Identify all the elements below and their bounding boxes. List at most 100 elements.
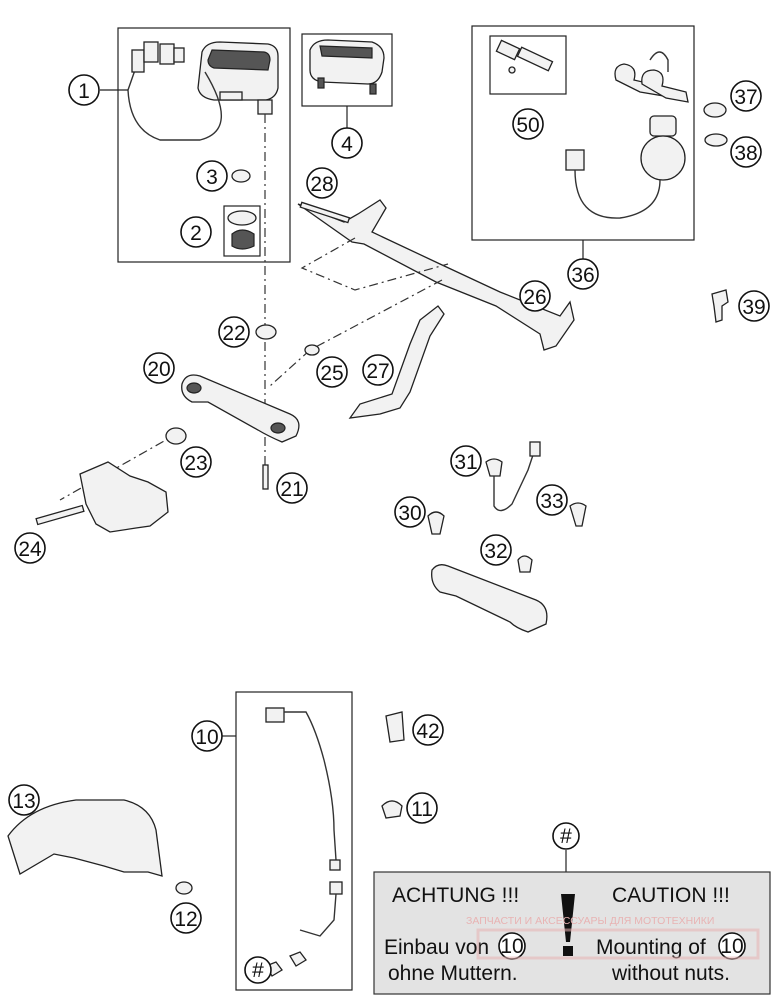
svg-text:30: 30 — [398, 502, 421, 525]
svg-text:31: 31 — [454, 451, 477, 474]
note-en-line2: without nuts. — [611, 962, 730, 985]
disc-guard — [7, 799, 163, 877]
callout-hash-bottom: # — [244, 956, 272, 984]
callout-37: 37 — [730, 80, 762, 112]
callout-25: 25 — [316, 356, 348, 388]
svg-text:12: 12 — [174, 908, 197, 931]
ignition-keys — [614, 51, 689, 103]
speed-sensor-frame — [235, 691, 353, 991]
svg-text:26: 26 — [523, 286, 546, 309]
callout-32: 32 — [480, 534, 512, 566]
lower-clamp-part — [431, 564, 548, 633]
warning-note-box — [373, 871, 771, 995]
svg-text:13: 13 — [12, 790, 35, 813]
callout-22: 22 — [218, 316, 250, 348]
watermark-caption: ЗАПЧАСТИ И АКСЕССУАРЫ ДЛЯ МОТОТЕХНИКИ — [466, 915, 714, 927]
callout-12: 12 — [170, 902, 202, 934]
callout-1: 1 — [68, 74, 100, 106]
part-27-bracket — [348, 305, 445, 419]
svg-text:20: 20 — [147, 358, 170, 381]
callout-30: 30 — [394, 496, 426, 528]
svg-text:39: 39 — [742, 296, 765, 319]
part-22-grommet — [255, 324, 277, 340]
svg-text:42: 42 — [416, 720, 439, 743]
part-28-bolt — [299, 201, 351, 224]
svg-text:37: 37 — [734, 86, 757, 109]
svg-text:1: 1 — [78, 80, 90, 103]
svg-text:22: 22 — [222, 322, 245, 345]
callout-26: 26 — [519, 280, 551, 312]
note-de-ref: 10 — [500, 935, 523, 958]
svg-text:50: 50 — [516, 114, 539, 137]
exclamation-icon — [561, 894, 575, 942]
part-4-speedometer — [309, 39, 385, 95]
callout-33: 33 — [536, 484, 568, 516]
callout-10: 10 — [191, 720, 223, 752]
callout-38: 38 — [730, 136, 762, 168]
part-32-plug — [517, 555, 533, 573]
axis-line-25 — [309, 279, 443, 351]
svg-text:38: 38 — [734, 142, 757, 165]
note-caution: CAUTION !!! — [612, 884, 730, 907]
speedometer-kit-frame — [117, 27, 291, 263]
part-30-plug — [427, 511, 445, 535]
part-10-speed-sensor — [265, 707, 343, 937]
part-39-key-blank — [711, 289, 729, 323]
part-23-rubber — [165, 427, 187, 445]
callout-42: 42 — [412, 714, 444, 746]
callout-28: 28 — [306, 167, 338, 199]
ignition-switch — [565, 115, 686, 219]
callout-21: 21 — [276, 472, 308, 504]
callout-39: 39 — [738, 290, 770, 322]
headlight-mount-plate — [79, 461, 169, 533]
svg-text:33: 33 — [540, 490, 563, 513]
part-37-nut — [703, 102, 727, 118]
part-21-screw — [262, 464, 269, 490]
speedometer-part — [127, 41, 279, 141]
svg-text:23: 23 — [184, 452, 207, 475]
part-12-nut — [175, 881, 193, 895]
callout-27: 27 — [362, 354, 394, 386]
part-2-bezel — [223, 205, 261, 257]
svg-text:25: 25 — [320, 362, 343, 385]
note-achtung: ACHTUNG !!! — [392, 884, 519, 907]
part-26-bracket — [297, 199, 575, 351]
axis-line-26 — [300, 237, 449, 291]
part-33-plug — [569, 502, 587, 527]
svg-text:4: 4 — [341, 133, 353, 156]
note-de-line2: ohne Muttern. — [388, 962, 518, 985]
callout-50: 50 — [512, 108, 544, 140]
part-31-sensor — [485, 441, 541, 512]
callout-4: 4 — [331, 127, 363, 159]
callout-24: 24 — [14, 532, 46, 564]
note-de-line1: Einbau von — [384, 936, 489, 959]
watermark-logo — [476, 928, 760, 960]
svg-text:32: 32 — [484, 540, 507, 563]
svg-text:11: 11 — [411, 798, 433, 821]
callout-hash-top: # — [552, 822, 580, 850]
callout-31: 31 — [450, 445, 482, 477]
part-11-clip — [381, 800, 403, 819]
callout-23: 23 — [180, 446, 212, 478]
svg-text:28: 28 — [310, 173, 333, 196]
kit-50-frame — [489, 35, 567, 95]
svg-text:2: 2 — [190, 222, 202, 245]
part-25-spacer — [304, 344, 320, 356]
part-3 — [231, 169, 251, 183]
part-24-bolt — [35, 504, 85, 526]
part-42-clip — [385, 711, 405, 743]
axis-line-25b — [269, 349, 311, 387]
svg-text:10: 10 — [195, 726, 218, 749]
svg-text:21: 21 — [280, 478, 303, 501]
note-en-line1: Mounting of — [596, 936, 706, 959]
callout-2: 2 — [180, 216, 212, 248]
callout-3: 3 — [196, 160, 228, 192]
callout-36: 36 — [567, 258, 599, 290]
svg-text:27: 27 — [366, 360, 389, 383]
svg-text:#: # — [560, 825, 572, 848]
part-20-clamp — [181, 374, 300, 443]
part-50-lock-cylinder — [495, 39, 554, 74]
note-en-ref: 10 — [720, 935, 743, 958]
